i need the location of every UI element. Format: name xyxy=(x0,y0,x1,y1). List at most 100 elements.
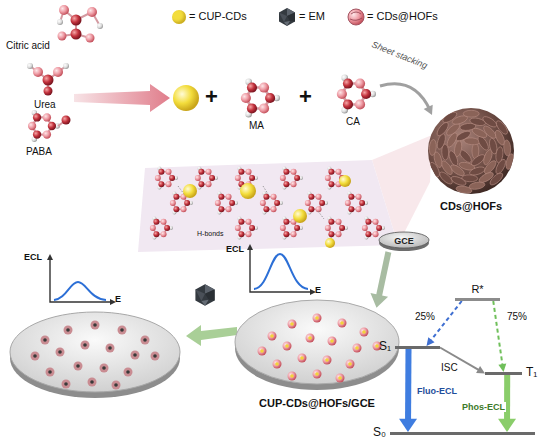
figure-path xyxy=(54,282,106,300)
figure-circle xyxy=(102,366,106,370)
figure-circle xyxy=(63,63,69,69)
energy-level: S₁ xyxy=(395,346,440,349)
ecl-plot-high xyxy=(247,244,316,295)
figure-circle xyxy=(76,364,80,368)
dot-core xyxy=(300,356,304,360)
figure-circle xyxy=(339,175,351,187)
dot-core xyxy=(290,374,294,378)
luminescent-dot xyxy=(313,370,322,379)
energy-level: S₀ xyxy=(390,432,535,435)
dot-core xyxy=(348,362,352,366)
figure-circle xyxy=(183,184,197,198)
figure-circle xyxy=(48,370,52,374)
legend-swatch xyxy=(172,10,186,24)
figure-use xyxy=(235,216,258,239)
sheet-petal xyxy=(463,110,479,117)
disc-top xyxy=(379,232,429,248)
energy-level: R* xyxy=(455,298,500,301)
figure-circle xyxy=(141,336,150,345)
sheet-petal xyxy=(436,133,447,150)
luminescent-dot xyxy=(338,319,347,328)
sheet-petal xyxy=(488,171,504,187)
arrowhead xyxy=(498,364,506,372)
quench-arrow xyxy=(186,325,237,346)
figure-circle xyxy=(74,362,83,371)
arrowhead xyxy=(476,366,485,373)
luminescent-dot xyxy=(346,360,355,369)
figure-circle xyxy=(43,338,47,342)
embedded-carbon-dots xyxy=(183,175,351,248)
figure-circle xyxy=(325,238,335,248)
stacking-arrow xyxy=(380,84,430,110)
dot-core xyxy=(315,372,319,376)
hof-legend-icon xyxy=(348,9,364,25)
axis-label: ECL xyxy=(226,244,244,254)
sphere-label: CDs@HOFs xyxy=(440,200,502,213)
figure-circle xyxy=(33,67,43,77)
modified-electrode-shape xyxy=(232,296,402,394)
edge-label: Fluo-ECL xyxy=(416,386,458,396)
figure-circle xyxy=(53,67,63,77)
figure-circle xyxy=(153,354,157,358)
molecule-name: Citric acid xyxy=(6,40,50,52)
dot-core xyxy=(290,322,294,326)
figure-use xyxy=(305,191,328,214)
synthesis-arrow xyxy=(74,84,170,112)
figure-circle xyxy=(108,346,112,350)
dot-core xyxy=(375,344,379,348)
figure-circle xyxy=(41,336,50,345)
ca-molecule xyxy=(337,75,376,114)
luminescent-dot xyxy=(323,356,332,365)
figure-use xyxy=(195,166,218,189)
figure-use xyxy=(345,191,368,214)
electrode-top xyxy=(235,300,399,384)
figure-circle xyxy=(62,116,71,125)
molecule-name: MA xyxy=(249,120,264,132)
arrowhead xyxy=(427,337,435,346)
dot-core xyxy=(260,349,264,353)
dot-core xyxy=(270,334,274,338)
arrowhead xyxy=(399,419,417,432)
connector xyxy=(440,348,485,374)
plus-sign: + xyxy=(205,84,218,109)
gce-disc: GCE xyxy=(378,230,430,252)
arrowhead xyxy=(498,419,516,432)
molecule-name: Urea xyxy=(34,99,56,111)
dot-core xyxy=(285,344,289,348)
electrode-label: GCE xyxy=(394,236,414,246)
dot-core xyxy=(355,346,359,350)
sheet-petal xyxy=(441,110,458,124)
connector-line xyxy=(405,349,411,421)
ecl-plot-low xyxy=(47,254,116,305)
sheet-petal xyxy=(505,153,516,170)
figure-circle xyxy=(120,328,124,332)
figure-circle xyxy=(131,351,140,360)
luminescent-dot xyxy=(258,347,267,356)
figure-polygon xyxy=(47,254,53,260)
axis-label: E xyxy=(115,294,121,304)
figure-circle xyxy=(293,209,307,223)
citric-acid-molecule xyxy=(57,5,103,43)
figure-circle xyxy=(114,383,118,387)
luminescent-dot xyxy=(283,342,292,351)
figure-circle xyxy=(66,328,70,332)
figure-path xyxy=(50,258,112,302)
figure-g xyxy=(31,321,160,390)
electrode-label: CUP-CDs@HOFs/GCE xyxy=(259,397,375,410)
energy-level: T₁ xyxy=(485,372,522,375)
figure-circle xyxy=(33,354,37,358)
molecule-name: PABA xyxy=(26,146,52,158)
figure-circle xyxy=(44,87,53,96)
luminescent-dot xyxy=(268,332,277,341)
figure-circle xyxy=(58,32,67,41)
legend-text: = CUP-CDs xyxy=(189,10,247,23)
figure-circle xyxy=(86,34,95,43)
figure-circle xyxy=(64,326,73,335)
sheet-petal xyxy=(494,119,509,136)
figure-circle xyxy=(87,7,97,17)
figure-circle xyxy=(240,183,256,199)
figure-use xyxy=(260,191,283,214)
luminescent-dot xyxy=(353,344,362,353)
edge-label: ISC xyxy=(440,362,459,374)
arrowhead xyxy=(370,293,388,308)
